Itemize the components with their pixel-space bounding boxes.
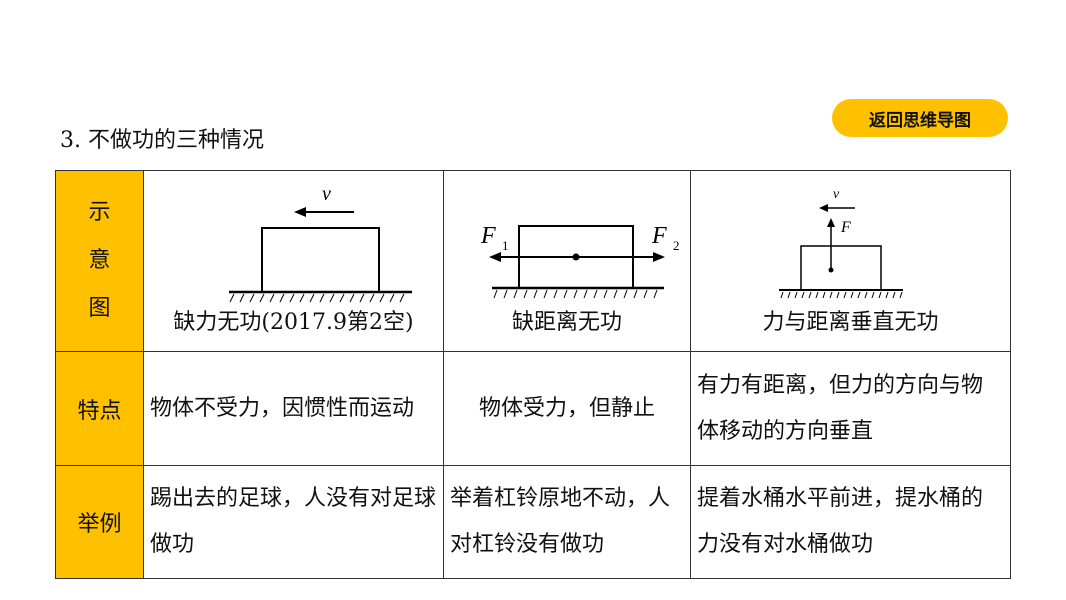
table-row: 特点 物体不受力，因惯性而运动 物体受力，但静止 有力有距离，但力的方向与物体移… [55,351,1011,466]
table-cell: 举着杠铃原地不动，人对杠铃没有做功 [443,465,691,579]
velocity-label: v [322,183,331,205]
row-header-features: 特点 [55,351,144,466]
table-cell: 物体受力，但静止 [443,351,691,466]
diagram-cell-no-distance: F 1 F 2 缺距离无功 [443,170,691,352]
no-force-diagram: v [228,183,412,303]
force1-sub: 1 [502,238,509,253]
table-cell: 提着水桶水平前进，提水桶的力没有对水桶做功 [690,465,1011,579]
force1-label: F [480,223,496,249]
arrow-icon [293,207,306,217]
table-cell: 物体不受力，因惯性而运动 [143,351,444,466]
force2-label: F [651,223,667,249]
header-char: 意 [88,248,111,273]
arrow-left-icon [489,252,501,262]
header-char: 示 [88,200,111,225]
table-row: 举例 踢出去的足球，人没有对足球做功 举着杠铃原地不动，人对杠铃没有做功 提着水… [55,465,1011,579]
no-distance-diagram: F 1 F 2 [480,223,680,299]
caption: 力与距离垂直无功 [762,310,939,335]
table-cell: 有力有距离，但力的方向与物体移动的方向垂直 [690,351,1011,466]
force-label: F [840,219,851,236]
arrow-up-icon [826,218,835,227]
block [799,245,882,291]
section-title: 3. 不做功的三种情况 [60,128,264,153]
header-char: 图 [88,296,111,321]
comparison-table: 示 意 图 v 缺力无功(2017.9第2空) F 1 F 2 [55,170,1011,579]
caption: 缺距离无功 [511,310,622,335]
diagram-cell-no-force: v 缺力无功(2017.9第2空) [143,170,444,352]
arrow-icon [818,204,828,212]
diagram-cell-perpendicular: v F 力与距离垂直无功 [690,170,1011,352]
table-cell: 踢出去的足球，人没有对足球做功 [143,465,444,579]
velocity-label: v [833,187,840,202]
caption: 缺力无功(2017.9第2空) [173,310,414,335]
arrow-right-icon [653,252,665,262]
ground-hatch [780,291,902,299]
ground-hatch [493,289,658,299]
force2-sub: 2 [673,238,680,253]
row-header-diagram: 示 意 图 [55,170,144,352]
back-to-mindmap-button[interactable]: 返回思维导图 [832,99,1008,137]
ground-hatch [229,293,404,303]
row-header-examples: 举例 [55,465,144,579]
block [260,227,380,293]
table-row: 示 意 图 v 缺力无功(2017.9第2空) F 1 F 2 [55,170,1011,352]
perpendicular-diagram: v F [778,187,903,299]
